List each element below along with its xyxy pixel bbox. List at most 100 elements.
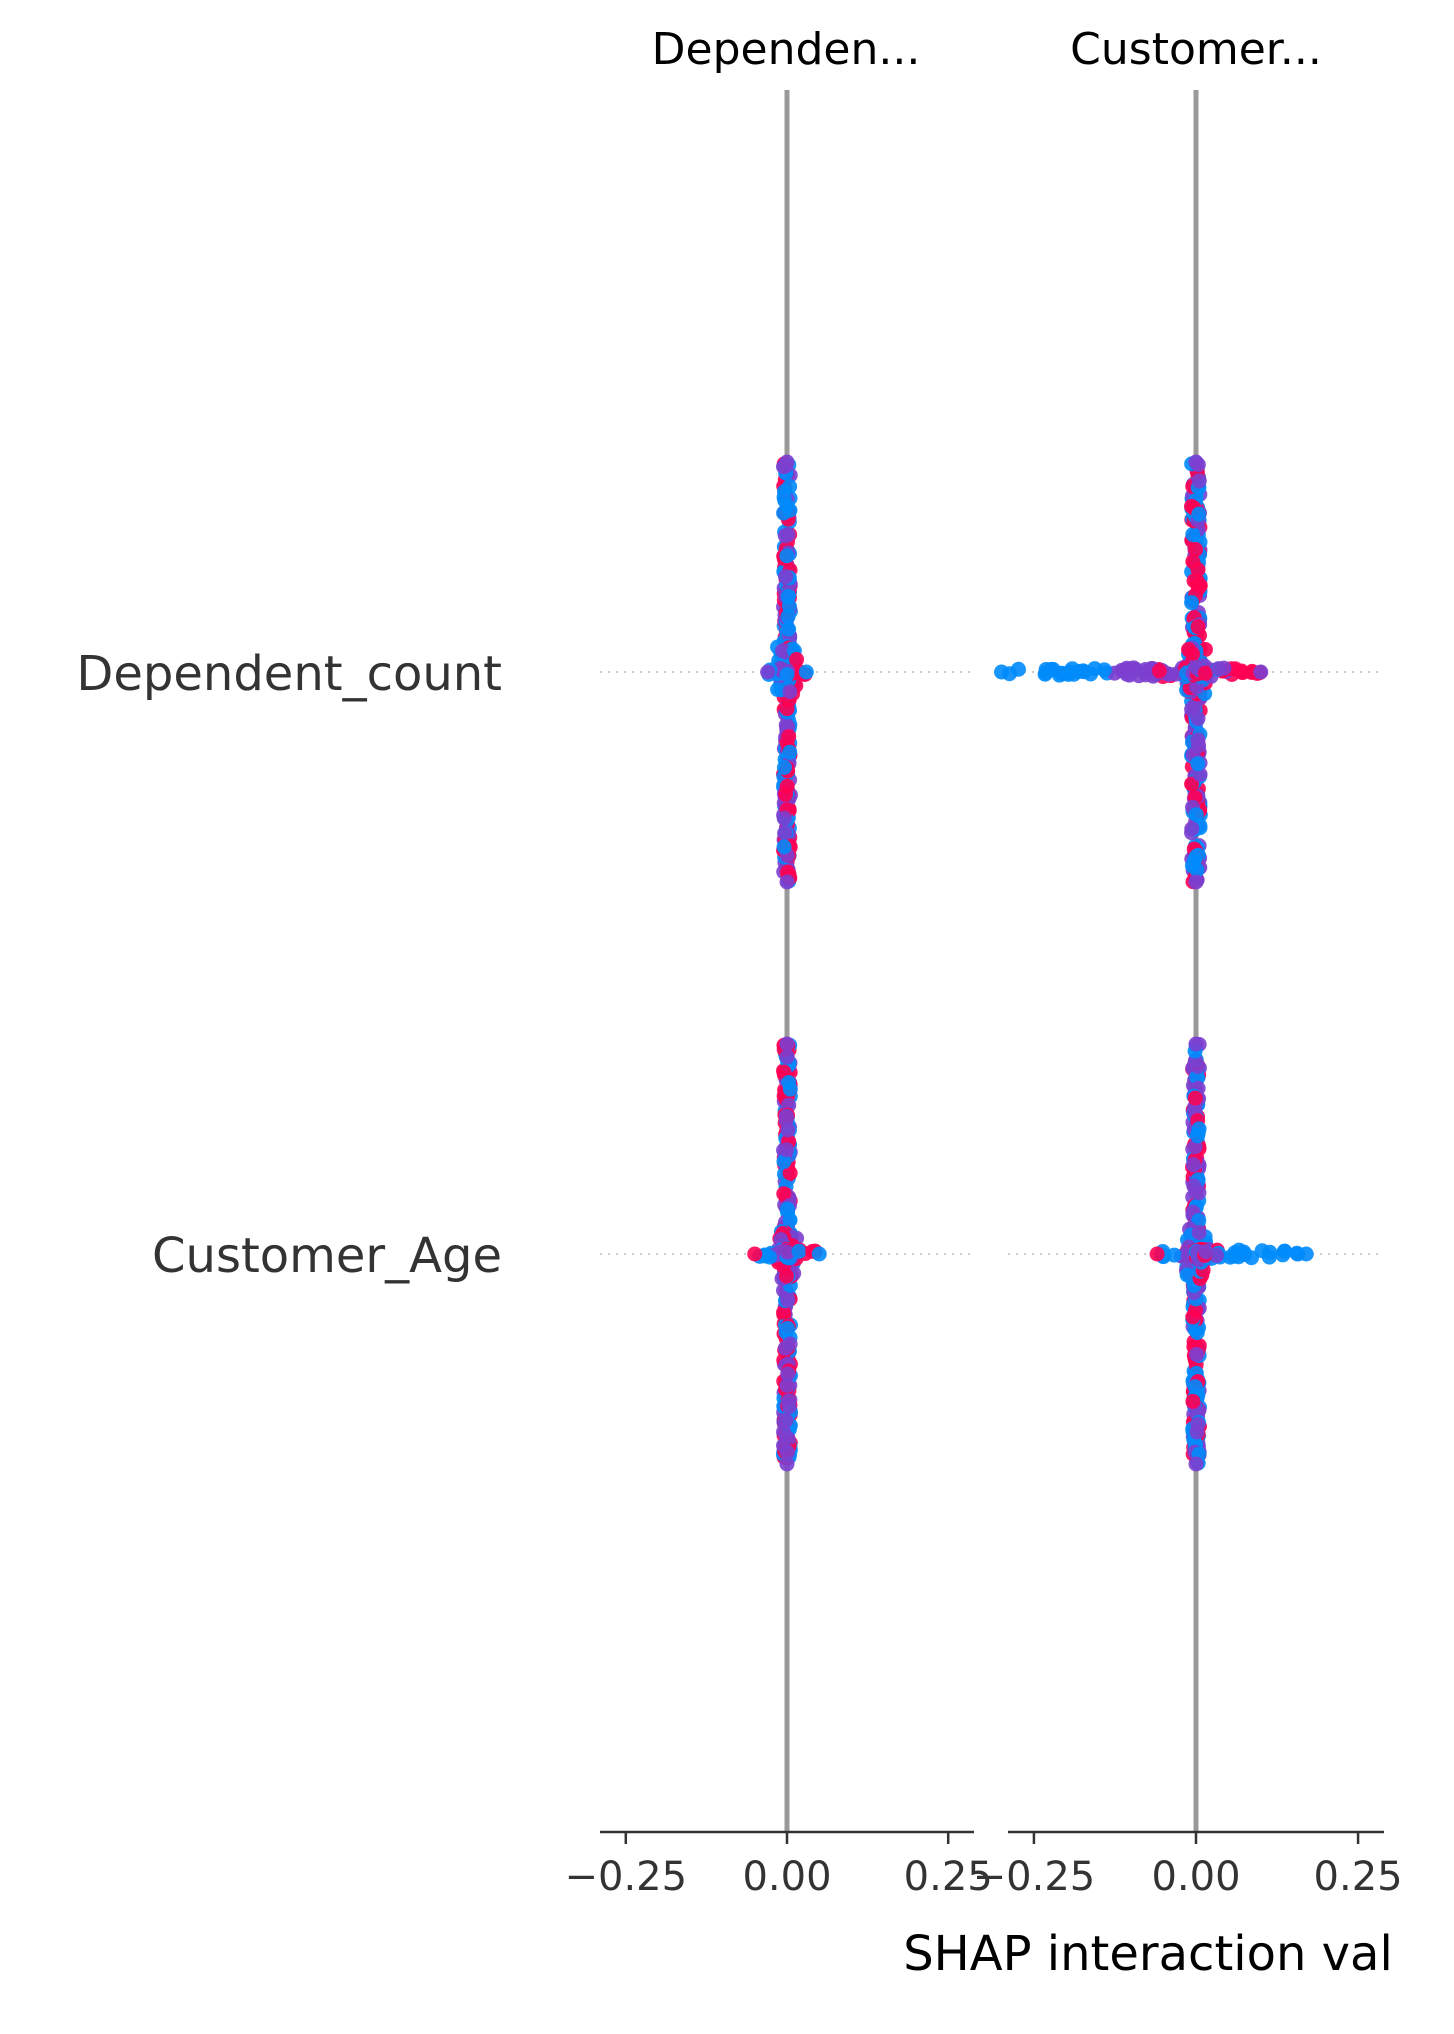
data-point xyxy=(1166,1247,1182,1263)
data-point xyxy=(782,1081,798,1097)
data-point xyxy=(776,1153,792,1169)
data-point xyxy=(777,1340,793,1356)
data-point xyxy=(779,1049,795,1065)
data-point xyxy=(1191,506,1207,522)
data-point xyxy=(1189,1347,1205,1363)
data-point xyxy=(1211,661,1227,677)
data-point xyxy=(1184,821,1200,837)
data-point xyxy=(779,454,795,470)
data-point xyxy=(789,652,805,668)
data-point xyxy=(1184,595,1200,611)
data-point xyxy=(779,1244,795,1260)
x-axis-label: SHAP interaction val xyxy=(903,1926,1393,1982)
data-point xyxy=(779,667,795,683)
data-point xyxy=(1189,1325,1205,1341)
data-point xyxy=(1254,1243,1270,1259)
data-point xyxy=(777,825,793,841)
data-point xyxy=(1185,1157,1201,1173)
x-tick-label: −0.25 xyxy=(973,1854,1096,1900)
data-point xyxy=(778,1108,794,1124)
data-point xyxy=(776,1437,792,1453)
data-point xyxy=(811,1246,827,1262)
zero-lines xyxy=(784,90,1199,1832)
data-point xyxy=(1191,1224,1207,1240)
data-point xyxy=(1187,1090,1203,1106)
data-point xyxy=(778,786,794,802)
data-point xyxy=(770,682,786,698)
data-point xyxy=(1119,666,1135,682)
data-point xyxy=(1253,664,1269,680)
data-point xyxy=(1043,661,1059,677)
data-point xyxy=(780,1122,796,1138)
data-point xyxy=(1189,1424,1205,1440)
data-point xyxy=(778,1413,794,1429)
data-point xyxy=(1187,542,1203,558)
data-point xyxy=(1060,666,1076,682)
data-point xyxy=(782,744,798,760)
data-point xyxy=(1298,1246,1314,1262)
data-point xyxy=(1185,526,1201,542)
x-tick-label: −0.25 xyxy=(565,1854,688,1900)
data-point xyxy=(775,643,791,659)
data-point xyxy=(1185,1393,1201,1409)
data-point xyxy=(779,874,795,890)
data-point xyxy=(1185,1309,1201,1325)
data-point xyxy=(798,664,814,680)
x-tick-label: 0.25 xyxy=(904,1854,993,1900)
data-point xyxy=(1087,661,1103,677)
data-point xyxy=(779,1142,795,1158)
data-point xyxy=(776,505,792,521)
data-point xyxy=(1190,1058,1206,1074)
data-point xyxy=(781,729,797,745)
data-point xyxy=(776,759,792,775)
data-point xyxy=(994,664,1010,680)
column-title-2: Customer... xyxy=(1070,24,1322,75)
data-point xyxy=(1192,578,1208,594)
data-point xyxy=(777,528,793,544)
data-point xyxy=(747,1246,763,1262)
data-point xyxy=(1188,1456,1204,1472)
row-label-customer-age: Customer_Age xyxy=(152,1228,502,1284)
data-point xyxy=(1191,1121,1207,1137)
x-tick-label: 0.25 xyxy=(1314,1854,1403,1900)
data-point xyxy=(776,1304,792,1320)
data-point xyxy=(780,1366,796,1382)
data-point xyxy=(1151,663,1167,679)
data-point xyxy=(1197,665,1213,681)
data-point xyxy=(1189,1069,1205,1085)
data-point xyxy=(1190,711,1206,727)
data-point xyxy=(780,1201,796,1217)
data-point xyxy=(782,1165,798,1181)
data-point xyxy=(1191,738,1207,754)
data-point xyxy=(1187,852,1203,868)
data-point xyxy=(776,839,792,855)
data-point xyxy=(782,684,798,700)
data-point xyxy=(1188,874,1204,890)
data-point xyxy=(779,1456,795,1472)
data-point xyxy=(1190,756,1206,772)
data-point xyxy=(1179,1267,1195,1283)
data-point xyxy=(1188,807,1204,823)
column-title-1: Dependen... xyxy=(652,24,921,75)
x-tick-label: 0.00 xyxy=(742,1854,831,1900)
data-point xyxy=(1243,1250,1259,1266)
data-point xyxy=(781,1398,797,1414)
data-point xyxy=(782,479,798,495)
data-point xyxy=(760,664,776,680)
data-point xyxy=(1186,1178,1202,1194)
data-point xyxy=(779,548,795,564)
data-point xyxy=(779,1268,795,1284)
data-point xyxy=(1276,1243,1292,1259)
data-point xyxy=(781,598,797,614)
data-point xyxy=(779,1377,795,1393)
data-point xyxy=(1187,1379,1203,1395)
data-point xyxy=(779,1036,795,1052)
data-point xyxy=(1190,619,1206,635)
data-point xyxy=(1191,473,1207,489)
data-point xyxy=(776,810,792,826)
data-point xyxy=(779,1320,795,1336)
data-point xyxy=(1149,1246,1165,1262)
data-point xyxy=(1198,1244,1214,1260)
data-point xyxy=(791,1243,807,1259)
